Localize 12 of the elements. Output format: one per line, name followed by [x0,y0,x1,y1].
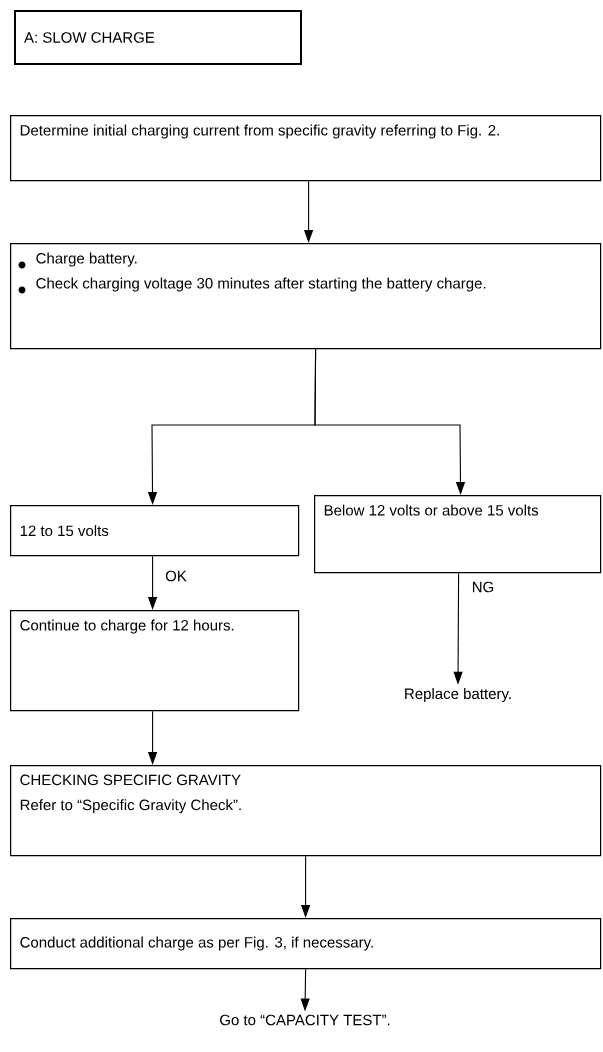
process-box: CHECKING SPECIFIC GRAVITY Refer to “Specific Gravity Check”. [10,765,602,857]
result-text: Go to “CAPACITY TEST”. [220,1014,390,1026]
process-box: 12 to 15 volts [10,505,300,557]
edge-label: OK [164,569,188,583]
edge-label: NG [470,580,496,594]
process-box: Charge battery. Check charging voltage 30 minutes after starting the battery charge. [10,243,602,350]
process-box: Below 12 volts or above 15 volts [314,495,602,574]
process-box: Determine initial charging current from specific gravity referring to Fig. 2. [10,115,602,182]
process-box: Conduct additional charge as per Fig. 3, if necessary. [10,918,602,970]
process-box: A: SLOW CHARGE [14,10,302,65]
process-box: Continue to charge for 12 hours. [10,610,300,712]
result-text: Replace battery. [405,688,511,702]
